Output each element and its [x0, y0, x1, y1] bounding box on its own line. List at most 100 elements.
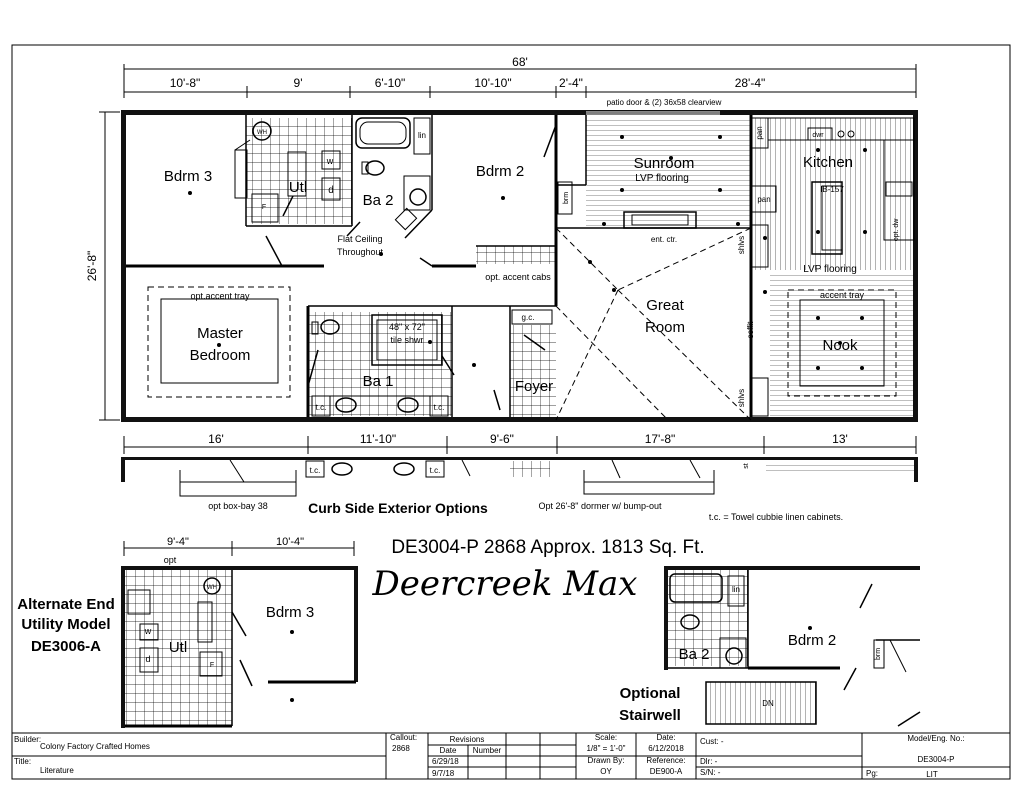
alt-opt: opt — [164, 555, 177, 565]
note-shower-1: 48" x 72" — [389, 322, 425, 332]
tb-scale-label: Scale: — [595, 733, 617, 742]
title-block: Builder: Colony Factory Crafted Homes Ti… — [11, 732, 1011, 780]
note-flat-ceiling-1: Flat Ceiling — [337, 234, 382, 244]
dim-bottom-3: 9'-6" — [490, 432, 514, 446]
dim-bottom-1: 16' — [208, 432, 224, 446]
tb-date-label: Date — [440, 746, 457, 755]
alt-wh: WH — [207, 585, 217, 591]
curb-side-options: t.c. t.c. st opt box-bay 38 Curb Side Ex… — [121, 457, 918, 522]
dim-overall: 68' — [512, 55, 528, 69]
stair-dn: DN — [762, 699, 774, 708]
alt-end-heading-3: DE3006-A — [31, 638, 101, 655]
note-wh: WH — [257, 130, 267, 136]
alt-dim-1: 9'-4" — [167, 536, 189, 548]
dim-bottom-5: 13' — [832, 432, 848, 446]
stair-room-ba2: Ba 2 — [679, 646, 710, 663]
tb-date-h-label: Date: — [656, 733, 675, 742]
tb-callout: 2868 — [392, 744, 410, 753]
tb-rev-date-1: 6/29/18 — [432, 757, 459, 766]
tb-dlr: Dlr: - — [700, 757, 718, 766]
note-opt-accent-tray: opt.accent tray — [190, 291, 250, 301]
alternate-end: Alternate End Utility Model DE3006-A 9'-… — [17, 536, 358, 728]
note-lin: lin — [418, 131, 426, 140]
tb-ref: DE900-A — [650, 767, 683, 776]
room-great-1: Great — [646, 297, 684, 314]
note-tc-legend: t.c. = Towel cubbie linen cabinets. — [709, 512, 843, 522]
note-accent-tray: accent tray — [820, 290, 865, 300]
tb-scale: 1/8" = 1'-0" — [586, 744, 625, 753]
tb-date: 6/12/2018 — [648, 744, 684, 753]
stair-lin: lin — [732, 585, 740, 594]
side-dimension: 26'-8" — [85, 111, 120, 421]
alt-d: d — [145, 654, 150, 664]
tb-sn: S/N: - — [700, 768, 721, 777]
dim-top-6: 28'-4" — [735, 76, 766, 90]
note-patio-door: patio door & (2) 36x58 clearview — [607, 98, 722, 107]
room-great-2: Room — [645, 319, 685, 336]
tb-rev-date-2: 9/7/18 — [432, 769, 455, 778]
room-sunroom: Sunroom — [634, 155, 695, 172]
tb-model-no: DE3004-P — [918, 755, 955, 764]
tb-ref-label: Reference: — [646, 756, 685, 765]
note-brm: brm — [563, 192, 570, 204]
alt-room-utl: Utl — [169, 639, 187, 656]
note-tc-1: t.c. — [316, 403, 327, 412]
dim-top-4: 10'-10" — [474, 76, 511, 90]
room-ba1: Ba 1 — [363, 373, 394, 390]
stairwell-heading-1: Optional — [620, 685, 681, 702]
note-pan-kitchen: pan — [757, 195, 770, 204]
dim-bottom-4: 17'-8" — [645, 432, 676, 446]
tb-drawn: OY — [600, 767, 612, 776]
note-f: F — [262, 204, 266, 211]
stair-room-bdrm2: Bdrm 2 — [788, 632, 836, 649]
dim-bottom-2: 11'-10" — [360, 432, 396, 446]
curb-st: st — [743, 463, 750, 469]
note-accent-cabs: opt. accent cabs — [485, 272, 551, 282]
room-bdrm2: Bdrm 2 — [476, 163, 524, 180]
tb-pg-label: Pg: — [866, 769, 878, 778]
note-d: d — [328, 185, 334, 196]
tb-revisions-label: Revisions — [450, 735, 485, 744]
room-ba2: Ba 2 — [363, 192, 394, 209]
tb-model-label: Model/Eng. No.: — [907, 734, 964, 743]
tb-cust: Cust: - — [700, 737, 724, 746]
alt-room-bdrm3: Bdrm 3 — [266, 604, 314, 621]
alt-dim-2: 10'-4" — [276, 536, 304, 548]
optional-stairwell: Optional Stairwell lin Ba 2 Bdrm 2 brm D… — [619, 566, 921, 727]
main-floor-plan: Bdrm 3 Utl Ba 2 Bdrm 2 Sunroom Kitchen M… — [121, 98, 918, 422]
top-dimensions: 68' 10'-8" 9' 6'-10" 10'-10" 2'-4" 28'-4… — [123, 55, 917, 98]
room-bdrm3: Bdrm 3 — [164, 168, 212, 185]
tb-builder: Colony Factory Crafted Homes — [40, 742, 150, 751]
room-nook: Nook — [822, 337, 858, 354]
alt-f: F — [210, 662, 214, 669]
dim-top-2: 9' — [294, 76, 303, 90]
room-kitchen: Kitchen — [803, 154, 853, 171]
room-master-1: Master — [197, 325, 243, 342]
dim-top-5: 2'-4" — [559, 76, 583, 90]
curb-tc-2: t.c. — [430, 466, 441, 475]
bottom-dimensions: 16' 11'-10" 9'-6" 17'-8" 13' — [123, 432, 917, 454]
stair-brm: brm — [875, 648, 882, 660]
note-flat-ceiling-2: Throughout — [337, 247, 384, 257]
note-lvp-kitchen: LVP flooring — [803, 264, 857, 275]
tb-callout-label: Callout: — [390, 733, 417, 742]
note-box-bay: opt box-bay 38 — [208, 501, 268, 511]
curb-side-heading: Curb Side Exterior Options — [308, 500, 488, 516]
dim-top-3: 6'-10" — [375, 76, 406, 90]
note-w: w — [326, 156, 334, 166]
alt-end-heading-2: Utility Model — [21, 616, 110, 633]
note-ent-ctr: ent. ctr. — [651, 235, 677, 244]
model-name: Deercreek Max — [372, 564, 638, 604]
tb-builder-label: Builder: — [14, 735, 41, 744]
note-opt-dw: opt. dw — [893, 218, 900, 242]
room-utl: Utl — [289, 179, 307, 196]
room-master-2: Bedroom — [190, 347, 251, 364]
note-soffit: soffit — [746, 321, 755, 339]
note-shlvs-2: shlvs — [737, 389, 746, 407]
tb-drawn-label: Drawn By: — [588, 756, 625, 765]
note-gc: g.c. — [522, 313, 535, 322]
dim-side: 26'-8" — [85, 251, 99, 282]
room-foyer: Foyer — [515, 378, 553, 395]
note-lvp-sunroom: LVP flooring — [635, 173, 689, 184]
